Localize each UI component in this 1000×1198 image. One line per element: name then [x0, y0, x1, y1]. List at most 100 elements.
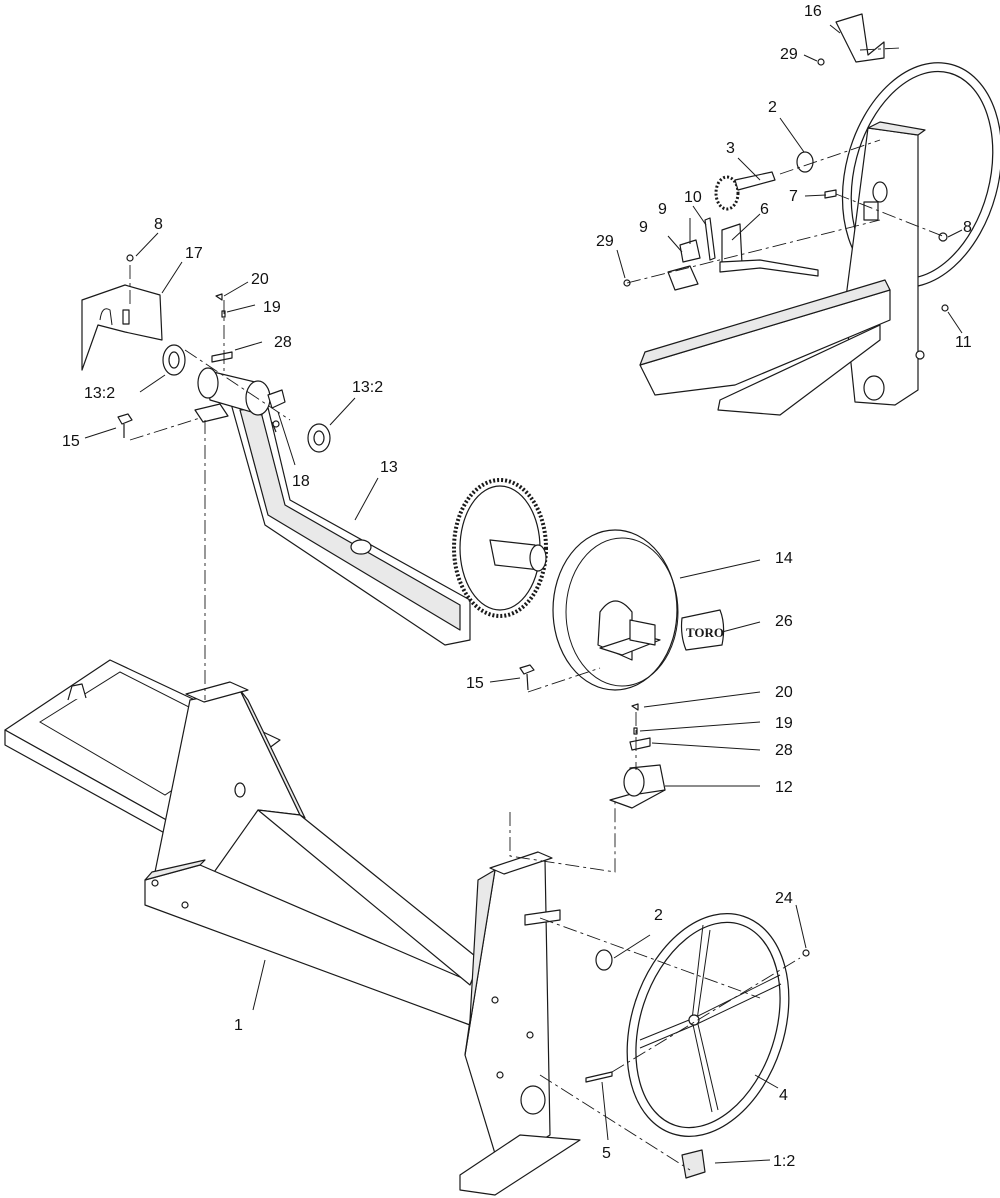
leader-13 — [354, 477, 379, 521]
assembly-lines — [129, 47, 946, 1171]
phantom-15 — [835, 193, 946, 238]
leader-18 — [277, 411, 296, 466]
left-tower-side — [239, 689, 306, 819]
upper-tower-knob — [915, 350, 925, 360]
leader-17 — [161, 261, 183, 294]
screw-20-top — [215, 293, 223, 301]
leader-20-mid — [643, 691, 761, 708]
decal-logo: TORO — [686, 625, 724, 640]
bushing-2-upper — [796, 151, 814, 173]
screw-11 — [941, 304, 949, 312]
lever-rod — [719, 259, 819, 277]
leader-20-top — [223, 281, 249, 297]
leader-28-mid — [651, 742, 761, 751]
leader-1 — [252, 959, 266, 1011]
upper-beam-top — [639, 279, 891, 366]
callout-15-mid: 15 — [466, 675, 484, 692]
phantom-9 — [539, 917, 761, 999]
callout-15-top: 15 — [62, 433, 80, 450]
callout-7: 7 — [789, 188, 798, 205]
cross-beam-top — [144, 859, 206, 881]
callout-8-right: 8 — [963, 219, 972, 236]
leader-29-top — [803, 54, 818, 62]
callout-8-left: 8 — [154, 216, 163, 233]
callout-11: 11 — [955, 334, 972, 351]
shaft-stub — [524, 909, 561, 926]
clip-9 — [667, 239, 701, 291]
phantom-14 — [859, 47, 901, 51]
bearing-bore — [623, 767, 645, 797]
callout-19-mid: 19 — [775, 715, 793, 732]
screw-7 — [824, 189, 837, 199]
bushing-right-bore — [313, 430, 325, 446]
leader-29-left — [616, 249, 626, 279]
leader-8-left — [135, 232, 159, 257]
handwheel-lower-spoke-3 — [639, 974, 781, 1041]
decal-plate — [680, 609, 725, 651]
tower-hole-2 — [526, 1031, 534, 1039]
spring-19-mid — [633, 727, 638, 735]
callout-28-mid: 28 — [775, 742, 793, 759]
bearing-block-12 — [609, 764, 666, 809]
callout-28-top: 28 — [274, 334, 292, 351]
spring-19-top — [221, 310, 226, 318]
pinion-teeth — [714, 175, 740, 211]
callout-1-2: 1:2 — [773, 1153, 795, 1170]
main-frame — [4, 659, 581, 1196]
callout-4: 4 — [779, 1087, 788, 1104]
leader-11 — [947, 311, 963, 334]
phantom-11 — [611, 957, 801, 1073]
phantom-2 — [184, 349, 291, 421]
callout-26: 26 — [775, 613, 793, 630]
nut-8-right — [938, 232, 948, 242]
left-tower-cap — [185, 681, 249, 703]
leader-19-mid — [639, 721, 761, 732]
callout-14: 14 — [775, 550, 793, 567]
clip-lower — [667, 265, 699, 291]
callout-17: 17 — [185, 245, 203, 262]
reel-bracket-tab — [629, 619, 656, 646]
callout-3: 3 — [726, 140, 735, 157]
bushing-left-bore — [168, 351, 180, 369]
decal-1-2 — [681, 1149, 706, 1179]
beam-hole-2 — [181, 901, 189, 909]
upper-beam-flange — [717, 324, 881, 416]
leader-19-top — [226, 304, 256, 313]
bracket-17-slot — [99, 308, 113, 326]
callout-29-top: 29 — [780, 46, 798, 63]
callout-20-mid: 20 — [775, 684, 793, 701]
handwheel-lower-rim-inner — [627, 914, 789, 1136]
phantom-10 — [539, 1074, 691, 1171]
phantom-6 — [527, 667, 601, 693]
leader-26 — [721, 621, 761, 633]
upper-tower-face — [867, 121, 926, 136]
callout-13: 13 — [380, 459, 398, 476]
callout-1: 1 — [234, 1017, 243, 1034]
tower-hole-1 — [496, 1071, 504, 1079]
leader-4 — [754, 1074, 779, 1089]
bolt-5 — [585, 1071, 613, 1083]
callout-18: 18 — [292, 473, 310, 490]
arm-boss — [350, 539, 372, 555]
leader-15-mid — [489, 677, 521, 683]
pivot-bracket — [194, 403, 229, 423]
pinion-3 — [714, 171, 776, 211]
leader-7 — [804, 194, 827, 197]
leader-28-top — [234, 341, 263, 351]
phantom-13 — [626, 219, 881, 284]
nut-24 — [802, 949, 810, 957]
leader-2-lower — [613, 934, 651, 959]
reel-disc-rim — [565, 537, 679, 687]
leader-2-upper — [779, 117, 805, 153]
leader-8-right — [947, 229, 963, 238]
callout-5: 5 — [602, 1145, 611, 1162]
leader-15-top — [84, 427, 117, 439]
upper-tower-bearing — [872, 181, 888, 203]
upper-right-assembly — [639, 62, 1000, 416]
callout-13-2-left: 13:2 — [84, 385, 115, 402]
callout-9-a: 9 — [639, 219, 648, 236]
phantom-3 — [129, 417, 201, 441]
bolt-15-top — [117, 413, 133, 438]
beam-hole-1 — [151, 879, 159, 887]
